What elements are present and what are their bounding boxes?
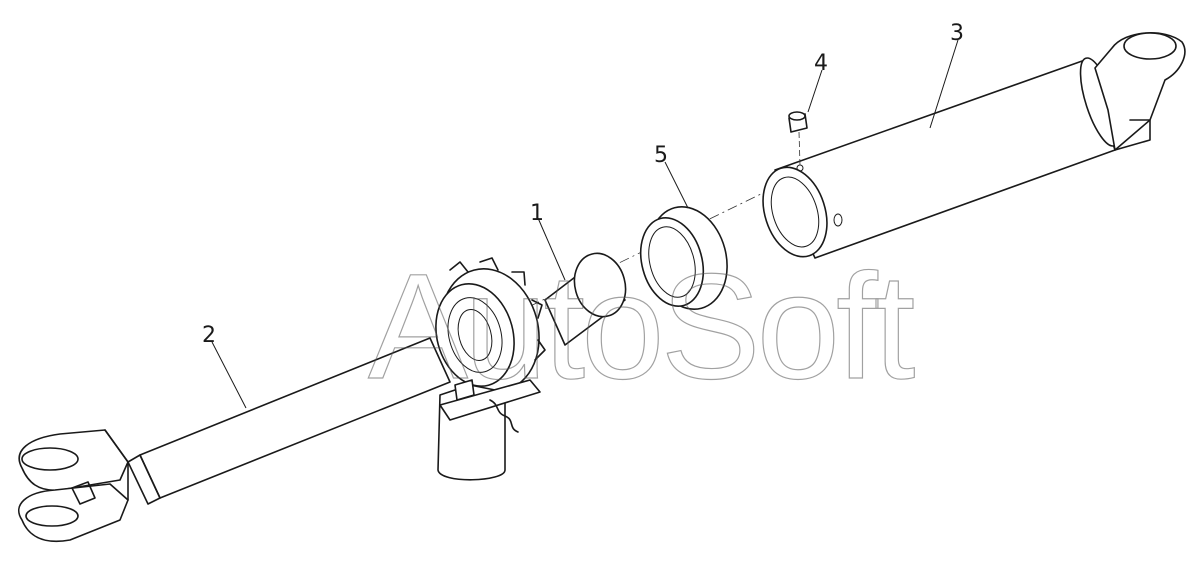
callout-2-label: 2 [202, 323, 216, 348]
callout-3: 3 [929, 21, 964, 129]
callout-4-label: 4 [814, 51, 828, 76]
callout-5: 5 [654, 143, 689, 209]
part-5-ring [639, 206, 728, 310]
part-4-nut [788, 111, 808, 166]
callout-1: 1 [530, 201, 566, 281]
callout-4: 4 [807, 51, 828, 113]
part-1-collar [435, 252, 627, 481]
callout-1-label: 1 [530, 201, 544, 226]
watermark-text: AutoSoft [368, 242, 915, 410]
callout-5-label: 5 [654, 143, 668, 168]
callout-2: 2 [202, 323, 247, 409]
part-2-fork-rod [18, 337, 451, 542]
callout-3-label: 3 [950, 21, 964, 46]
part-3-cylinder [762, 32, 1186, 259]
